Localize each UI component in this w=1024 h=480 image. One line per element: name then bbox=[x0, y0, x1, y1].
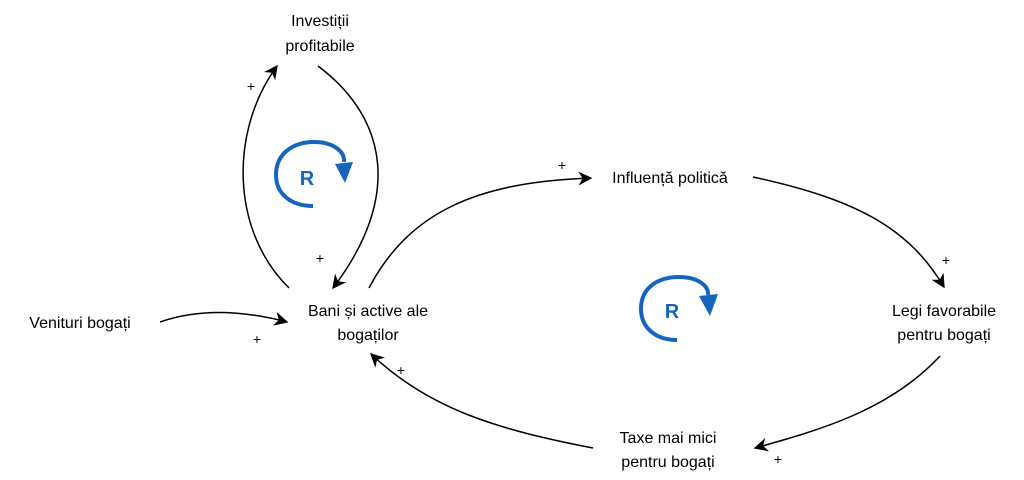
node-taxe-line2: pentru bogați bbox=[621, 454, 714, 471]
polarity-sign: + bbox=[558, 157, 566, 173]
edge-venituri-bani-arrow bbox=[159, 311, 289, 326]
loop-label: R bbox=[665, 301, 680, 323]
node-legi: Legi favorabile pentru bogați bbox=[892, 303, 996, 344]
reinforcing-loop-icon bbox=[638, 274, 710, 342]
node-bani: Bani și active ale bogaților bbox=[308, 303, 428, 344]
edge-taxe-bani-arrow bbox=[369, 353, 594, 449]
node-venituri: Venituri bogați bbox=[29, 315, 130, 332]
node-investitii-line1: Investiții bbox=[291, 13, 349, 30]
loop-arrowhead-icon bbox=[335, 162, 353, 183]
edge-taxe-bani: + bbox=[369, 353, 594, 449]
loop-marker-investitii: R bbox=[273, 139, 353, 208]
node-bani-line2: bogaților bbox=[337, 327, 399, 344]
loop-arrowhead-icon bbox=[699, 294, 718, 316]
edge-legi-taxe-arrow bbox=[753, 355, 941, 452]
polarity-sign: + bbox=[247, 78, 255, 94]
node-taxe: Taxe mai mici pentru bogați bbox=[620, 430, 717, 471]
edge-influenta-legi-arrow bbox=[752, 176, 945, 289]
polarity-sign: + bbox=[942, 252, 950, 268]
node-legi-line2: pentru bogați bbox=[897, 327, 990, 344]
loop-label: R bbox=[300, 168, 315, 190]
edge-bani-investitii-arrow bbox=[242, 64, 290, 289]
node-influenta-line1: Influență politică bbox=[612, 170, 728, 187]
polarity-sign: + bbox=[253, 331, 261, 347]
edge-venituri-bani: + bbox=[159, 311, 289, 347]
edge-bani-influenta-arrow bbox=[368, 171, 593, 289]
polarity-sign: + bbox=[774, 451, 782, 467]
edge-investitii-bani-arrow bbox=[317, 65, 379, 290]
edge-influenta-legi: + bbox=[752, 176, 950, 289]
polarity-sign: + bbox=[316, 250, 324, 266]
polarity-sign: + bbox=[397, 362, 405, 378]
edge-bani-influenta: + bbox=[368, 157, 593, 289]
node-taxe-line1: Taxe mai mici bbox=[620, 430, 717, 447]
node-venituri-line1: Venituri bogați bbox=[29, 315, 130, 332]
edge-investitii-bani: + bbox=[316, 65, 379, 290]
reinforcing-loop-icon bbox=[273, 139, 347, 208]
node-influenta: Influență politică bbox=[612, 170, 728, 187]
node-legi-line1: Legi favorabile bbox=[892, 303, 996, 320]
loop-marker-politica: R bbox=[638, 274, 718, 342]
node-investitii: Investiții profitabile bbox=[285, 13, 354, 55]
edge-bani-investitii: + bbox=[242, 64, 290, 289]
edge-legi-taxe: + bbox=[753, 355, 941, 467]
node-investitii-line2: profitabile bbox=[285, 38, 354, 55]
node-bani-line1: Bani și active ale bbox=[308, 303, 428, 320]
